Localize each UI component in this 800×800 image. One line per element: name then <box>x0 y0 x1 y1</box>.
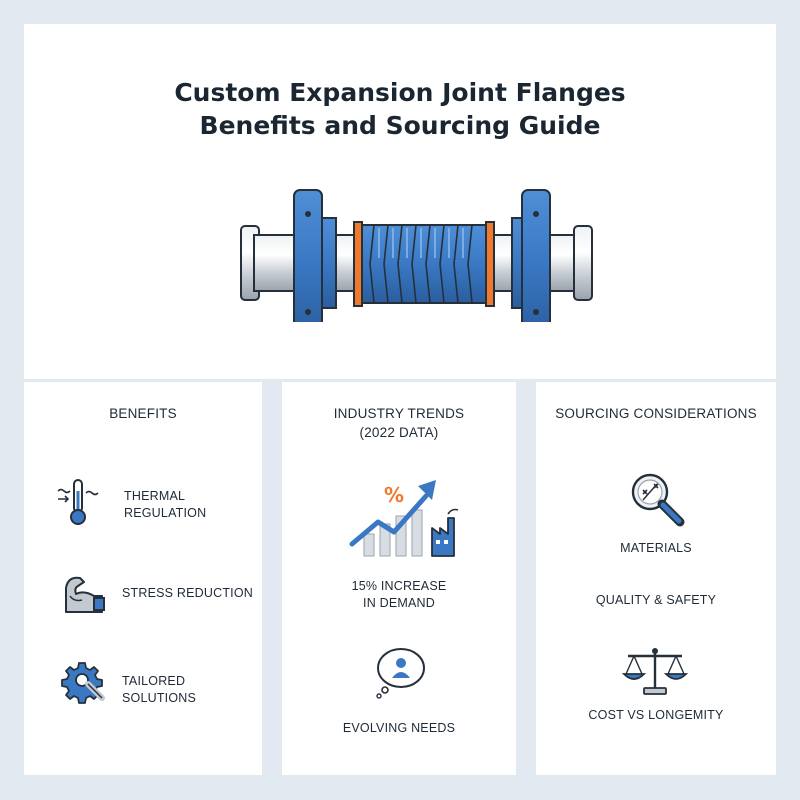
left-pipe <box>253 234 299 292</box>
right-flange <box>521 189 551 322</box>
sourcing-heading: SOURCING CONSIDERATIONS <box>555 406 757 421</box>
tailored-solutions-label: TAILORED SOLUTIONS <box>122 674 197 705</box>
percent-symbol: % <box>384 483 404 507</box>
magnifier-icon <box>631 473 685 527</box>
left-flange <box>293 189 323 322</box>
sourcing-considerations-card: SOURCING CONSIDERATIONS MATERIALS QUALIT… <box>536 382 776 775</box>
evolving-needs-label: EVOLVING NEEDS <box>342 721 456 735</box>
right-gasket <box>485 221 495 307</box>
materials-label: MATERIALS <box>620 541 692 555</box>
gear-wrench-icon <box>61 662 105 704</box>
hero-panel: Custom Expansion Joint Flanges Benefits … <box>24 24 776 379</box>
title-line-2: Benefits and Sourcing Guide <box>199 111 601 140</box>
benefits-heading: BENEFITS <box>109 406 177 421</box>
right-pipe-end <box>573 225 593 301</box>
flexed-arm-icon <box>65 576 105 613</box>
quality-safety-label: QUALITY & SAFETY <box>595 593 717 607</box>
person-speech-bubble-icon <box>376 648 425 699</box>
growth-chart-icon: % <box>349 480 459 557</box>
cost-vs-longevity-label: COST VS LONGEMITY <box>588 708 724 722</box>
title-line-1: Custom Expansion Joint Flanges <box>174 78 626 107</box>
left-gasket <box>353 221 363 307</box>
expansion-joint-illustration <box>240 189 593 322</box>
thermal-regulation-label: THERMAL REGULATION <box>124 489 207 520</box>
balance-scale-icon <box>621 648 689 695</box>
industry-trends-heading: INDUSTRY TRENDS (2022 DATA) <box>333 406 465 440</box>
benefits-card: BENEFITS THERMAL REGULATION STRESS REDUC… <box>24 382 262 775</box>
industry-trends-card: INDUSTRY TRENDS (2022 DATA) % 15% INCREA… <box>282 382 516 775</box>
page-title: Custom Expansion Joint Flanges Benefits … <box>24 76 776 142</box>
stress-reduction-label: STRESS REDUCTION <box>122 586 253 600</box>
bellows <box>361 224 487 304</box>
factory-icon <box>431 508 459 557</box>
demand-increase-stat: 15% INCREASE IN DEMAND <box>351 579 447 610</box>
thermometer-icon <box>57 479 99 525</box>
